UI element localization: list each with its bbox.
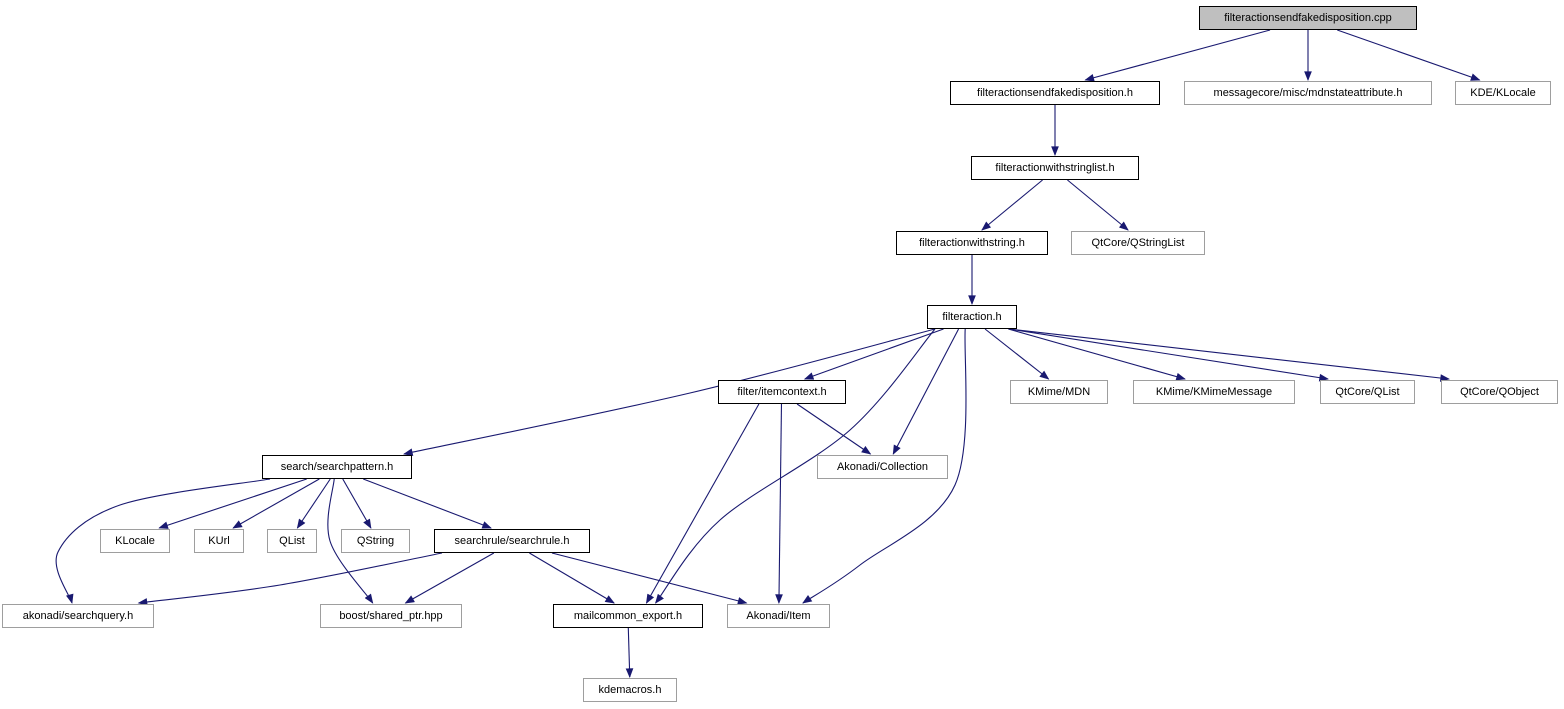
graph-node-mdnstate: messagecore/misc/mdnstateattribute.h [1184, 81, 1432, 105]
graph-edge-itemctx-collection [796, 403, 872, 455]
graph-edge-fa-kmime_msg [1008, 328, 1186, 381]
graph-edge-cpp-fash [1084, 29, 1271, 82]
graph-edge-searchrule-item [551, 552, 748, 605]
graph-node-faws[interactable]: filteractionwithstring.h [896, 231, 1048, 255]
graph-node-kmime_mdn: KMime/MDN [1010, 380, 1108, 404]
graph-node-fash[interactable]: filteractionsendfakedisposition.h [950, 81, 1160, 105]
graph-node-fawsl[interactable]: filteractionwithstringlist.h [971, 156, 1139, 180]
graph-edge-fa-collection [892, 328, 960, 455]
graph-edge-cpp-kdeklocale [1337, 29, 1481, 81]
graph-node-searchpattern[interactable]: search/searchpattern.h [262, 455, 412, 479]
graph-node-qstringlist: QtCore/QStringList [1071, 231, 1205, 255]
graph-edge-fawsl-qstringlist [1067, 179, 1129, 231]
graph-node-boost: boost/shared_ptr.hpp [320, 604, 462, 628]
graph-edge-searchpattern-qlist [296, 478, 331, 529]
graph-node-fa[interactable]: filteraction.h [927, 305, 1017, 329]
graph-edge-searchpattern-kurl [232, 478, 320, 529]
graph-edge-searchpattern-searchrule [363, 478, 492, 529]
graph-node-item: Akonadi/Item [727, 604, 830, 628]
graph-node-kdeklocale: KDE/KLocale [1455, 81, 1551, 105]
graph-edge-fa-qlist_qt [1008, 328, 1329, 382]
graph-node-qlist_qt: QtCore/QList [1320, 380, 1415, 404]
graph-edge-mailexport-kdemacros [625, 627, 634, 678]
graph-node-qlist: QList [267, 529, 317, 553]
graph-edge-searchrule-boost [404, 552, 495, 604]
graph-node-searchrule[interactable]: searchrule/searchrule.h [434, 529, 590, 553]
graph-node-collection: Akonadi/Collection [817, 455, 948, 479]
graph-edge-itemctx-item [775, 403, 783, 604]
graph-node-kdemacros: kdemacros.h [583, 678, 677, 702]
graph-node-itemctx[interactable]: filter/itemcontext.h [718, 380, 846, 404]
graph-edge-searchpattern-qstring [342, 478, 372, 529]
graph-node-searchquery: akonadi/searchquery.h [2, 604, 154, 628]
graph-edge-itemctx-mailexport [646, 403, 760, 604]
graph-node-cpp: filteractionsendfakedisposition.cpp [1199, 6, 1417, 30]
graph-node-qobject: QtCore/QObject [1441, 380, 1558, 404]
graph-node-klocale: KLocale [100, 529, 170, 553]
graph-edge-fawsl-faws [981, 179, 1043, 231]
graph-edge-searchrule-searchquery [137, 552, 443, 606]
graph-node-kmime_msg: KMime/KMimeMessage [1133, 380, 1295, 404]
edge-group [55, 29, 1481, 678]
graph-edge-fa-qobject [1008, 328, 1450, 382]
graph-node-mailexport[interactable]: mailcommon_export.h [553, 604, 703, 628]
graph-node-kurl: KUrl [194, 529, 244, 553]
graph-edge-fa-searchpattern [403, 328, 936, 456]
graph-edge-fa-itemctx [803, 328, 944, 380]
graph-edge-fa-kmime_mdn [984, 328, 1050, 380]
graph-edge-searchpattern-klocale [158, 478, 307, 529]
graph-edge-searchrule-mailexport [529, 552, 615, 604]
graph-node-qstring: QString [341, 529, 410, 553]
